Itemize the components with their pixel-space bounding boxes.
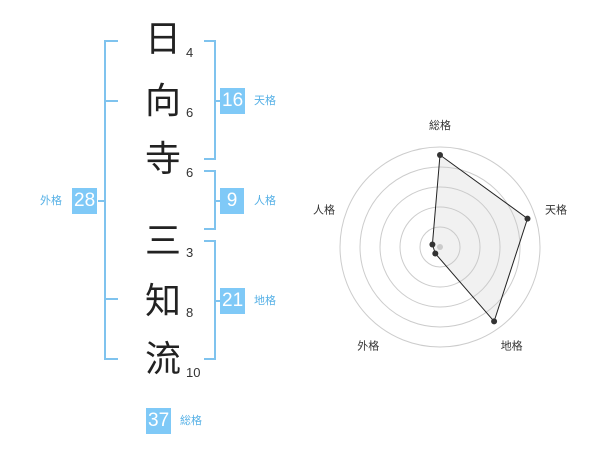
soukaku-badge: 37 bbox=[146, 408, 172, 434]
stroke-count-6: 10 bbox=[186, 365, 201, 380]
radar-center bbox=[437, 244, 443, 250]
radar-ring-4 bbox=[359, 166, 521, 328]
radar-ring-1 bbox=[419, 226, 461, 268]
radar-point-5 bbox=[429, 241, 436, 248]
radar-axis-label-4: 外格 bbox=[357, 339, 379, 353]
chikaku-label: 地格 bbox=[254, 294, 276, 307]
radar-point-2 bbox=[524, 215, 531, 222]
soukaku-label: 総格 bbox=[180, 414, 202, 427]
jinkaku-label: 人格 bbox=[254, 194, 276, 207]
stroke-count-4: 3 bbox=[186, 245, 194, 260]
radar-point-3 bbox=[491, 318, 498, 325]
radar-ring-3 bbox=[379, 186, 501, 308]
name-char-5: 知 bbox=[144, 281, 181, 322]
gaikaku-label: 外格 bbox=[40, 194, 62, 207]
stroke-count-5: 8 bbox=[186, 305, 194, 320]
name-char-3: 寺 bbox=[144, 139, 181, 180]
name-char-2: 向 bbox=[144, 81, 181, 122]
stroke-count-1: 4 bbox=[186, 45, 194, 60]
tenkaku-label: 天格 bbox=[254, 94, 276, 107]
radar-ring-5 bbox=[339, 146, 541, 348]
radar-point-4 bbox=[432, 250, 439, 257]
gaikaku-badge: 28 bbox=[72, 188, 98, 214]
name-char-1: 日 bbox=[144, 19, 181, 60]
name-char-6: 流 bbox=[144, 339, 181, 380]
radar-axis-label-2: 天格 bbox=[545, 202, 567, 216]
radar-axis-label-3: 地格 bbox=[501, 339, 523, 353]
jinkaku-badge: 9 bbox=[220, 188, 244, 214]
radar-point-1 bbox=[437, 152, 443, 158]
chikaku-badge: 21 bbox=[220, 288, 246, 314]
stroke-count-3: 6 bbox=[186, 165, 194, 180]
stroke-count-2: 6 bbox=[186, 105, 194, 120]
radar-axis-label-5: 人格 bbox=[313, 202, 335, 216]
tenkaku-badge: 16 bbox=[220, 88, 246, 114]
name-char-4: 三 bbox=[144, 221, 181, 262]
radar-polygon bbox=[431, 154, 529, 323]
radar-axis-label-1: 総格 bbox=[429, 118, 451, 132]
radar-ring-2 bbox=[399, 206, 481, 288]
